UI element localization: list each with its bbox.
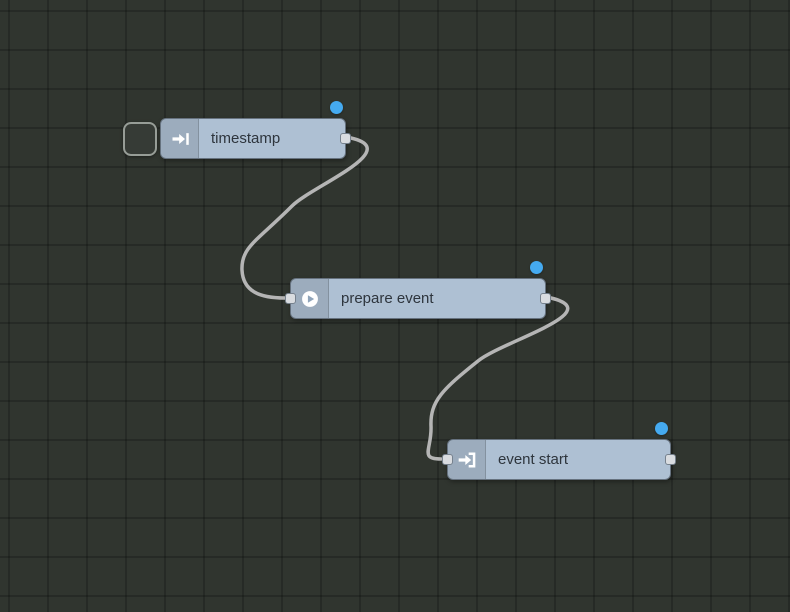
input-port[interactable] — [442, 454, 453, 465]
output-port[interactable] — [340, 133, 351, 144]
node-label: prepare event — [341, 290, 434, 307]
output-port[interactable] — [665, 454, 676, 465]
node-prepare-event[interactable]: prepare event — [285, 261, 551, 319]
node-icon-area — [161, 119, 199, 158]
node-label: event start — [498, 451, 569, 468]
status-dot — [530, 261, 543, 274]
input-port[interactable] — [285, 293, 296, 304]
play-circle-icon — [300, 289, 320, 309]
inject-arrow-icon — [170, 129, 190, 149]
status-dot — [330, 101, 343, 114]
inject-button[interactable] — [123, 122, 157, 156]
node-timestamp[interactable]: timestamp — [123, 101, 351, 159]
status-dot — [655, 422, 668, 435]
link-in-icon — [457, 450, 477, 470]
node-event-start[interactable]: event start — [442, 422, 676, 480]
output-port[interactable] — [540, 293, 551, 304]
wire-timestamp-to-prepare-event[interactable] — [240, 136, 369, 300]
node-label: timestamp — [211, 130, 281, 147]
node-icon-area — [448, 440, 486, 479]
wire-prepare-event-to-event-start[interactable] — [426, 296, 570, 461]
node-icon-area — [291, 279, 329, 318]
